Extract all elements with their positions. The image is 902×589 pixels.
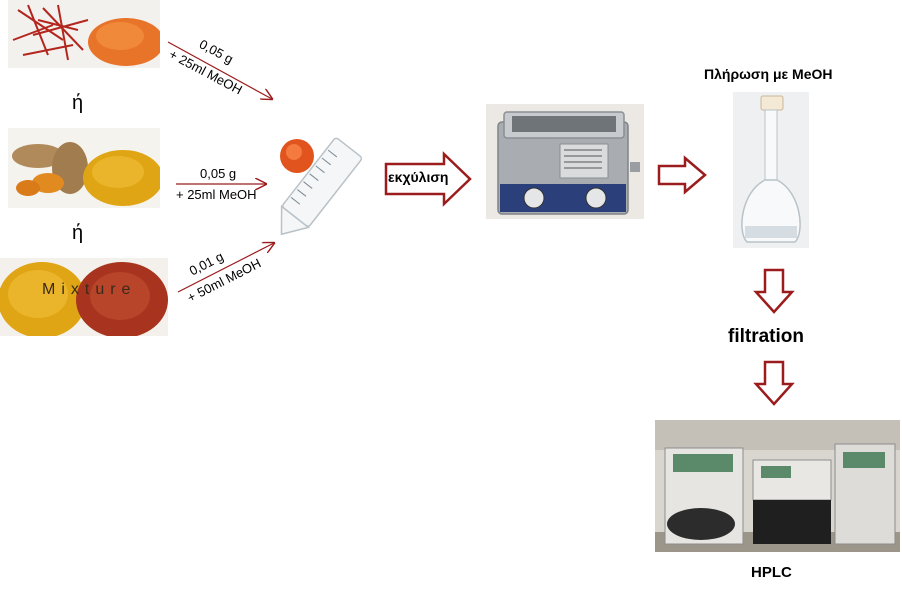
centrifuge-tube-image (280, 137, 363, 236)
arrow-to-flask (657, 155, 707, 195)
ultrasonic-bath-image (486, 104, 644, 219)
hplc-label: HPLC (751, 564, 792, 581)
fill-methanol-label: Πλήρωση με MeOH (704, 66, 833, 82)
arrow-1 (167, 41, 272, 99)
arrow-to-hplc (753, 360, 795, 406)
hplc-system-image (655, 420, 900, 552)
arrow-3 (177, 243, 274, 293)
extraction-arrow (384, 151, 472, 207)
or-label-2: ή (72, 222, 84, 244)
or-label-1: ή (72, 92, 84, 114)
arrow-2-amount: 0,05 g (200, 166, 237, 181)
mixture-photo: Mixture (0, 258, 168, 336)
volumetric-flask-image (733, 92, 809, 248)
arrow-2-solvent: + 25ml MeOH (176, 187, 257, 202)
arrow-to-filtration (753, 268, 795, 314)
saffron-photo (8, 0, 160, 68)
extraction-label: εκχύλιση (388, 169, 449, 185)
turmeric-photo (8, 128, 160, 208)
filtration-label: filtration (728, 326, 804, 347)
mixture-label: Mixture (42, 281, 137, 298)
